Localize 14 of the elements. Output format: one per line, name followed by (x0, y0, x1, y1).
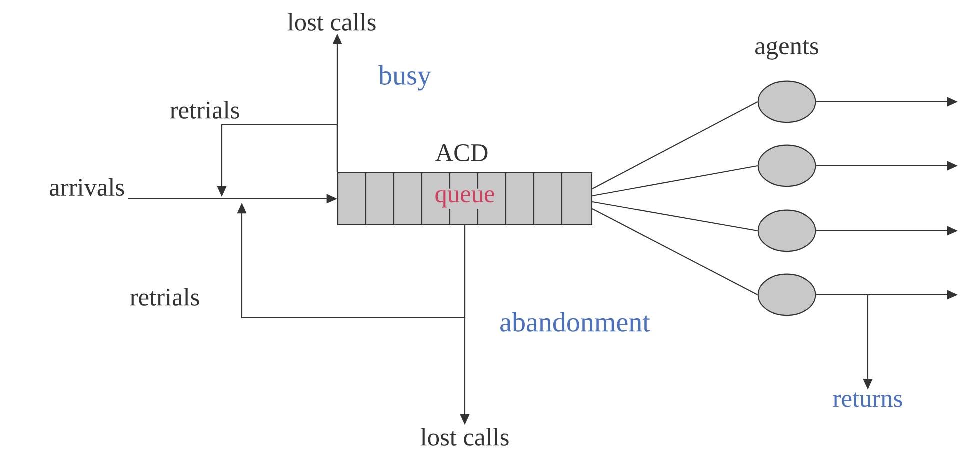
agent-circle (758, 80, 816, 124)
edge-label: retrials (168, 100, 242, 120)
flow-label: lost calls (420, 428, 509, 446)
edge-label: busy (377, 64, 433, 92)
edge-label: retrials (128, 286, 202, 308)
flow-label: lost calls (288, 13, 376, 31)
flow-label: arrivals (50, 178, 124, 196)
agent-circle (758, 274, 816, 316)
edge-label: abandonment (498, 310, 652, 334)
box-heading: ACD (436, 144, 488, 162)
agent-circle (758, 210, 816, 252)
agent-circle (758, 144, 816, 188)
flow-label: returns (833, 392, 902, 408)
queue-box: queue (337, 172, 593, 226)
